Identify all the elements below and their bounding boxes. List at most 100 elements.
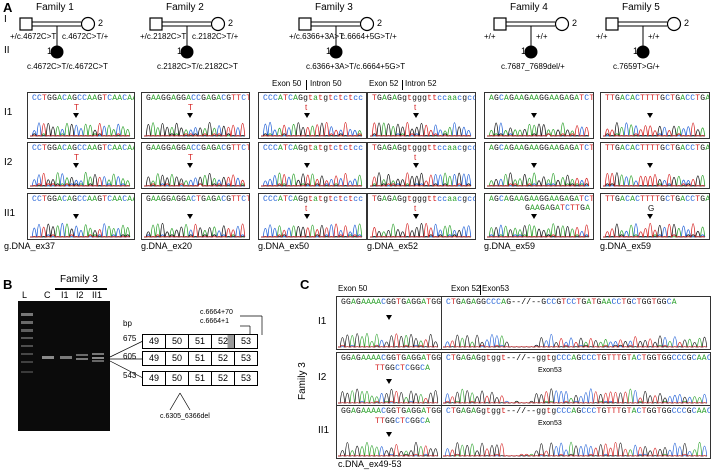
pedigree-3 — [298, 16, 375, 59]
transcript-1-exon-51: 51 — [188, 351, 212, 366]
trace-line-g — [443, 442, 707, 457]
agarose-gel — [18, 301, 110, 431]
header-intron50: Intron 50 — [310, 79, 342, 88]
trace-column-label-2: g.DNA_ex50 — [258, 241, 310, 251]
chromatogram — [443, 441, 708, 457]
mutation-base: T — [188, 103, 193, 112]
panel-c-family-label: Family 3 — [297, 362, 308, 400]
pedigree-5 — [605, 16, 682, 59]
gel-lane-II1: II1 — [92, 290, 103, 300]
transcript-0-exon-53: 53 — [234, 334, 258, 349]
trace-3-I1: TGAGAGgtgggttccaacgcct — [367, 92, 476, 139]
mother-circle — [210, 16, 226, 32]
trace-line-t — [487, 125, 590, 137]
trace-line-t — [261, 122, 363, 137]
mutation-arrow — [647, 214, 653, 219]
transcript-2-exon-49: 49 — [142, 371, 166, 386]
transcript-2-exon-50: 50 — [165, 371, 189, 386]
panel-c-trace-0-1: CTGAGAGGCCCAG--//--GCCGTCCTGATGAACCTGCTG… — [441, 296, 711, 350]
trace-line-g — [443, 388, 707, 404]
trace-line-t — [30, 123, 130, 137]
mutation-arrow — [413, 214, 419, 219]
pedigree-1 — [19, 16, 96, 59]
transcript-0-exon-52: 52 — [211, 334, 235, 349]
header-divider-50 — [306, 80, 307, 90]
gel-band — [60, 356, 72, 359]
transcript-2-exon-53: 53 — [234, 371, 258, 386]
chromatogram — [338, 379, 439, 404]
transcript-1-exon-49: 49 — [142, 351, 166, 366]
trace-column-label-5: g.DNA_ex59 — [600, 241, 652, 251]
trace-sequence: CCTGGACAGCCAAGTCAACAA — [32, 144, 134, 153]
trace-row-label-I2: I2 — [4, 157, 13, 168]
transcript-0-exon-51: 51 — [188, 334, 212, 349]
trace-line-g — [144, 122, 245, 137]
father-square — [149, 17, 163, 31]
father-square — [19, 17, 33, 31]
panel-c-sub-exon53: Exon53 — [538, 367, 562, 374]
mutation-base: t — [305, 204, 308, 213]
trace-0-I2: CCTGGACAGCCAAGTCAACAAT — [27, 142, 135, 189]
transcript-0-exon-49: 49 — [142, 334, 166, 349]
header-exon50: Exon 50 — [272, 79, 302, 88]
generation-ii-label: II — [4, 45, 10, 56]
trace-5-I1: TTGACACTTTTGCTGACCTGA — [600, 92, 710, 139]
trace-2-I2: CCCATCAGgtatgtctctcc — [258, 142, 367, 189]
mutation-arrow — [647, 163, 653, 168]
trace-line-t — [30, 226, 130, 238]
affected-child-circle — [180, 45, 194, 59]
panel-c-trace-2-1: CTGAGAGgtggt--//--ggtgCCCAGCCCTGTTTGTACT… — [441, 405, 711, 459]
chromatogram — [443, 388, 708, 404]
transcript-1-exon-53: 53 — [234, 351, 258, 366]
mutation-arrow — [187, 113, 193, 118]
trace-column-label-1: g.DNA_ex20 — [141, 241, 193, 251]
gel-band — [42, 356, 54, 359]
panel-c-label: c.DNA_ex49-53 — [338, 459, 402, 469]
mutation-arrow — [531, 214, 537, 219]
ladder-band — [21, 321, 33, 324]
trace-column-label-0: g.DNA_ex37 — [4, 241, 56, 251]
panel-c-sequence: CTGAGAGgtggt--//--ggtgCCCAGCCCTGTTTGTACT… — [446, 354, 710, 363]
trace-sequence: AGCAGAAGAAGGAAGAGATCT — [489, 94, 594, 103]
father-square — [605, 17, 619, 31]
trace-line-t — [261, 173, 362, 187]
trace-line-t — [144, 174, 246, 187]
trace-sequence: TTGACACTTTTGCTGACCTGA — [605, 94, 710, 103]
father-genotype-1: +/c.4672C>T — [10, 32, 57, 41]
mutation-arrow — [187, 214, 193, 219]
panel-c-trace-1-0: GGAGAAAACGGTGAGGATGGGTTGGCTCGGCA — [336, 352, 442, 406]
family-title-5: Family 5 — [622, 2, 660, 13]
trace-line-t — [370, 172, 471, 187]
pedigree-2 — [149, 16, 226, 59]
chromatogram — [603, 163, 706, 187]
chromatogram — [144, 214, 246, 238]
mutation-arrow — [304, 163, 310, 168]
mutation-arrow — [531, 113, 537, 118]
trace-0-I1: CCTGGACAGCCAAGTCAACAAT — [27, 92, 135, 139]
chromatogram — [370, 214, 472, 238]
chromatogram — [338, 315, 439, 348]
family-title-3: Family 3 — [315, 2, 353, 13]
trace-line-t — [443, 391, 707, 404]
chromatogram — [144, 113, 246, 137]
trace-line-t — [603, 172, 705, 187]
header-divider-52 — [402, 80, 403, 90]
ladder-band — [21, 313, 33, 316]
mutation-base: T — [188, 153, 193, 162]
trace-row-label-I1: I1 — [4, 107, 13, 118]
gel-band — [76, 358, 88, 360]
trace-line-c — [370, 173, 472, 187]
ladder-band — [21, 345, 33, 347]
pedigree-4 — [493, 16, 570, 59]
chromatogram — [261, 163, 363, 187]
mother-id-2: 2 — [228, 18, 234, 28]
extra-sequence: GAAGAGATCTTGA — [525, 204, 591, 213]
mutation-base: T — [74, 153, 79, 162]
trace-line-t — [338, 333, 438, 348]
child-id-1: 1 — [47, 46, 53, 56]
mother-circle — [359, 16, 375, 32]
trace-sequence: CCTGGACAGCCAAGTCAACAA — [32, 195, 134, 204]
